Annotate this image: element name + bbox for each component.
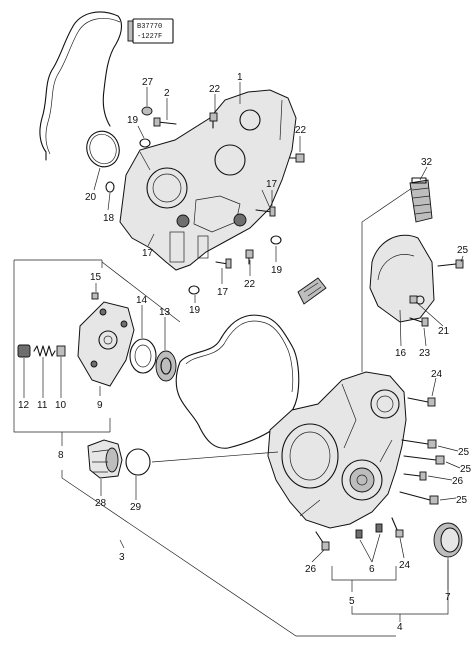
callout-9: 9 [97, 400, 103, 411]
callout-25-a: 25 [458, 447, 470, 458]
callout-26-right: 26 [452, 476, 464, 487]
callout-22-lower: 22 [244, 279, 256, 290]
callout-19-top: 19 [127, 115, 139, 126]
plug-12 [17, 344, 31, 358]
rotor-14 [129, 338, 157, 374]
filter-small [297, 277, 327, 305]
callout-16: 16 [395, 348, 407, 359]
callout-22-top: 22 [209, 84, 221, 95]
o-ring-20 [86, 130, 120, 168]
callout-13: 13 [159, 307, 171, 318]
bolt-26-right [403, 471, 427, 481]
callout-18: 18 [103, 213, 115, 224]
callout-25-c: 25 [456, 495, 468, 506]
rotor-13 [155, 350, 177, 382]
callout-14: 14 [136, 295, 148, 306]
filter-element-32 [409, 177, 433, 223]
callout-6: 6 [369, 564, 375, 575]
screw-15 [91, 292, 99, 300]
upper-housing-1 [119, 89, 297, 271]
bolt-25-cover [437, 259, 464, 269]
callout-17-mid: 17 [142, 248, 154, 259]
main-gear-case [267, 371, 407, 529]
spring-11 [33, 345, 56, 357]
callout-17-upper: 17 [266, 179, 278, 190]
seal-19-mid [270, 235, 282, 245]
callout-23: 23 [419, 348, 431, 359]
small-cover [369, 234, 435, 323]
oil-pump-cover-9 [77, 301, 135, 387]
bolt-22-top [209, 112, 218, 129]
callout-21: 21 [438, 326, 450, 337]
callout-4: 4 [397, 622, 403, 633]
callout-19-lower: 19 [189, 305, 201, 316]
upper-gasket-wire [39, 11, 123, 161]
callout-8: 8 [58, 450, 64, 461]
callout-26-left: 26 [305, 564, 317, 575]
bolt-17-lower [215, 258, 232, 269]
callout-17-lower: 17 [217, 287, 229, 298]
cap-28 [87, 439, 123, 479]
bolts-25-row [399, 439, 445, 505]
bolt-21 [409, 295, 418, 304]
bolt-24-upper [407, 397, 436, 407]
o-ring-29 [125, 448, 151, 476]
callout-5: 5 [349, 596, 355, 607]
callout-7: 7 [445, 592, 451, 603]
stamp-line-2: -1227F [137, 33, 162, 41]
leader-lines [13, 82, 464, 637]
bolt-24-lower [391, 517, 404, 538]
bolt-22-right [289, 153, 305, 163]
seal-19-lower [188, 285, 200, 295]
seal-19-top [139, 138, 151, 148]
bolt-26-left [315, 531, 330, 551]
callout-10: 10 [55, 400, 67, 411]
washer-27 [141, 106, 153, 116]
callout-32: 32 [421, 157, 433, 168]
callout-15: 15 [90, 272, 102, 283]
stamp-line-1: B37770 [137, 23, 162, 31]
callout-25-cover: 25 [457, 245, 469, 256]
callout-25-b: 25 [460, 464, 472, 475]
seal-18 [105, 181, 115, 193]
callout-labels: 1 2 3 4 5 6 7 8 9 10 11 12 13 14 15 16 1… [18, 72, 472, 633]
callout-11: 11 [37, 400, 48, 411]
bolt-2 [153, 117, 177, 127]
crank-seal-7 [433, 522, 463, 558]
bolt-17-upper [255, 206, 276, 217]
valve-10 [56, 345, 66, 357]
bolt-23 [409, 317, 429, 327]
callout-24-upper: 24 [431, 369, 443, 380]
bolt-22-lower [245, 249, 254, 265]
callout-12: 12 [18, 400, 30, 411]
callout-27: 27 [142, 77, 154, 88]
callout-24-lower: 24 [399, 560, 411, 571]
callout-2: 2 [164, 88, 170, 99]
callout-1: 1 [237, 72, 243, 83]
callout-22-right: 22 [295, 125, 307, 136]
callout-3: 3 [119, 552, 125, 563]
dowels-6 [355, 523, 383, 539]
serial-stamp: B37770 -1227F [127, 18, 174, 44]
callout-20: 20 [85, 192, 97, 203]
callout-29: 29 [130, 502, 142, 513]
callout-28: 28 [95, 498, 107, 509]
callout-19-right: 19 [271, 265, 283, 276]
